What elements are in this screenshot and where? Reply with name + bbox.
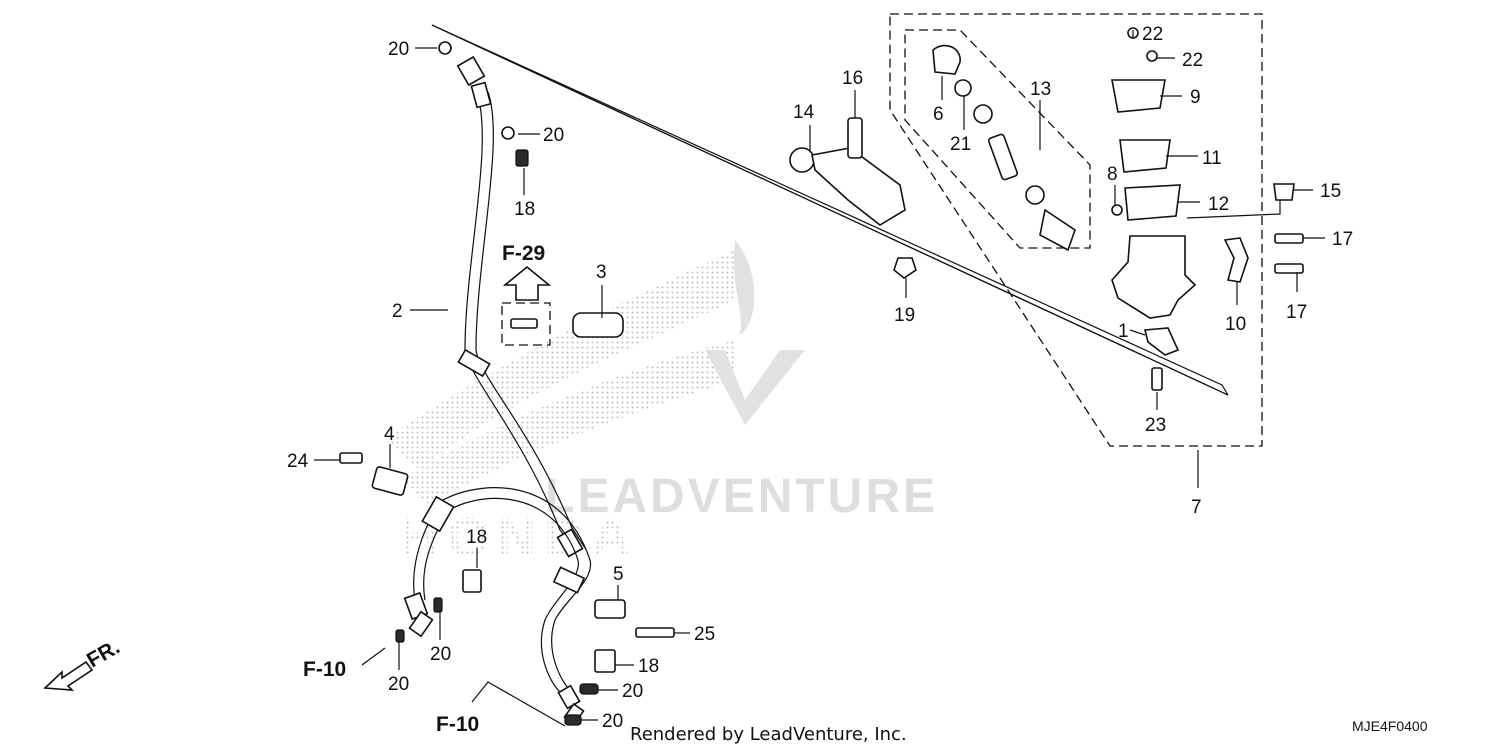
nut-19 [893, 257, 917, 279]
ref-f10-left: F-10 [303, 658, 346, 681]
master-cylinder-parts [932, 27, 1304, 391]
callout-17: 17 [1286, 302, 1307, 323]
callout-24: 24 [287, 451, 309, 472]
callout-7: 7 [1191, 497, 1202, 518]
callout-20: 20 [543, 125, 564, 146]
callout-22: 22 [1142, 24, 1163, 45]
callout-18: 18 [466, 527, 487, 548]
watermark-brand: LEADVENTURE [545, 470, 938, 523]
lever-assembly [789, 117, 917, 279]
pivot-bolt-16 [847, 117, 863, 159]
screw-23 [1151, 367, 1163, 391]
front-arrow-icon [43, 660, 94, 691]
callout-20: 20 [602, 711, 623, 732]
bracket-1 [1143, 327, 1180, 356]
callout-9: 9 [1190, 87, 1201, 108]
diaphragm-12 [1124, 184, 1181, 221]
callout-20: 20 [622, 681, 643, 702]
bolt-17-lower [1274, 263, 1304, 274]
reference-labels: F-29 F-10 F-10 FR. [43, 242, 545, 736]
callout-19: 19 [894, 305, 915, 326]
bolt-25 [635, 627, 675, 638]
callout-4: 4 [384, 424, 395, 445]
callout-16: 16 [842, 68, 863, 89]
bolt-24 [339, 452, 363, 464]
clamp-5 [594, 599, 626, 619]
washer-20-top [438, 41, 452, 55]
clamp-4 [371, 466, 409, 496]
boot-6 [932, 44, 961, 75]
callout-6: 6 [933, 104, 944, 125]
plate-11 [1119, 139, 1171, 173]
honda-wing-watermark [385, 250, 735, 505]
clamp-3 [572, 312, 624, 338]
holder-10 [1223, 237, 1249, 283]
callout-18: 18 [638, 656, 659, 677]
callout-12: 12 [1208, 194, 1229, 215]
callout-20: 20 [388, 39, 409, 60]
bolt-18-lower [462, 569, 482, 593]
callout-1: 1 [1118, 321, 1129, 342]
callout-20: 20 [430, 644, 451, 665]
ref-f29: F-29 [502, 242, 545, 265]
rendered-by-credit: Rendered by LeadVenture, Inc. [630, 724, 907, 745]
small-parts-left [339, 41, 675, 726]
callout-5: 5 [613, 564, 624, 585]
callout-15: 15 [1320, 181, 1341, 202]
callout-8: 8 [1107, 164, 1118, 185]
circlip-21 [954, 79, 972, 97]
callout-10: 10 [1225, 314, 1246, 335]
master-cylinder-body [1111, 235, 1197, 319]
watermark: LEADVENTURE HONDA [385, 240, 938, 567]
ref-f10-bottom: F-10 [436, 713, 479, 736]
assembly-lines [431, 24, 1229, 396]
leader-lines [314, 30, 1325, 727]
screw-22-second [1146, 50, 1158, 62]
clip-8 [1111, 204, 1123, 216]
callout-20: 20 [388, 674, 409, 695]
f29-dashed-box [501, 302, 551, 346]
bolt-17-upper [1274, 233, 1304, 244]
callout-11: 11 [1202, 148, 1222, 169]
callout-3: 3 [596, 262, 607, 283]
callout-14: 14 [793, 102, 815, 123]
master-cylinder-group-outline [889, 13, 1263, 447]
callout-25: 25 [694, 624, 715, 645]
piston-kit-group-outline [904, 29, 1091, 249]
diagram-code: MJE4F0400 [1352, 718, 1428, 734]
f29-arrow-icon [502, 265, 552, 301]
callout-22: 22 [1182, 50, 1203, 71]
brake-lever-14 [811, 147, 906, 226]
reservoir-cap-9 [1111, 79, 1166, 113]
callout-2: 2 [392, 301, 403, 322]
callout-21: 21 [950, 134, 971, 155]
callout-13: 13 [1030, 79, 1051, 100]
callout-18: 18 [514, 199, 535, 220]
callouts: 20 20 18 2 3 4 24 18 5 25 20 18 20 20 20… [287, 24, 1353, 732]
group-outlines [501, 13, 1263, 488]
callout-17: 17 [1332, 229, 1353, 250]
piston-13 [988, 133, 1018, 181]
callout-23: 23 [1145, 415, 1166, 436]
cap-15 [1273, 183, 1295, 201]
footer: Rendered by LeadVenture, Inc. MJE4F0400 [630, 718, 1428, 745]
leadventure-logo-watermark [705, 240, 805, 425]
bolt-18-bottom [594, 649, 616, 673]
brake-hose-lower [403, 487, 592, 726]
